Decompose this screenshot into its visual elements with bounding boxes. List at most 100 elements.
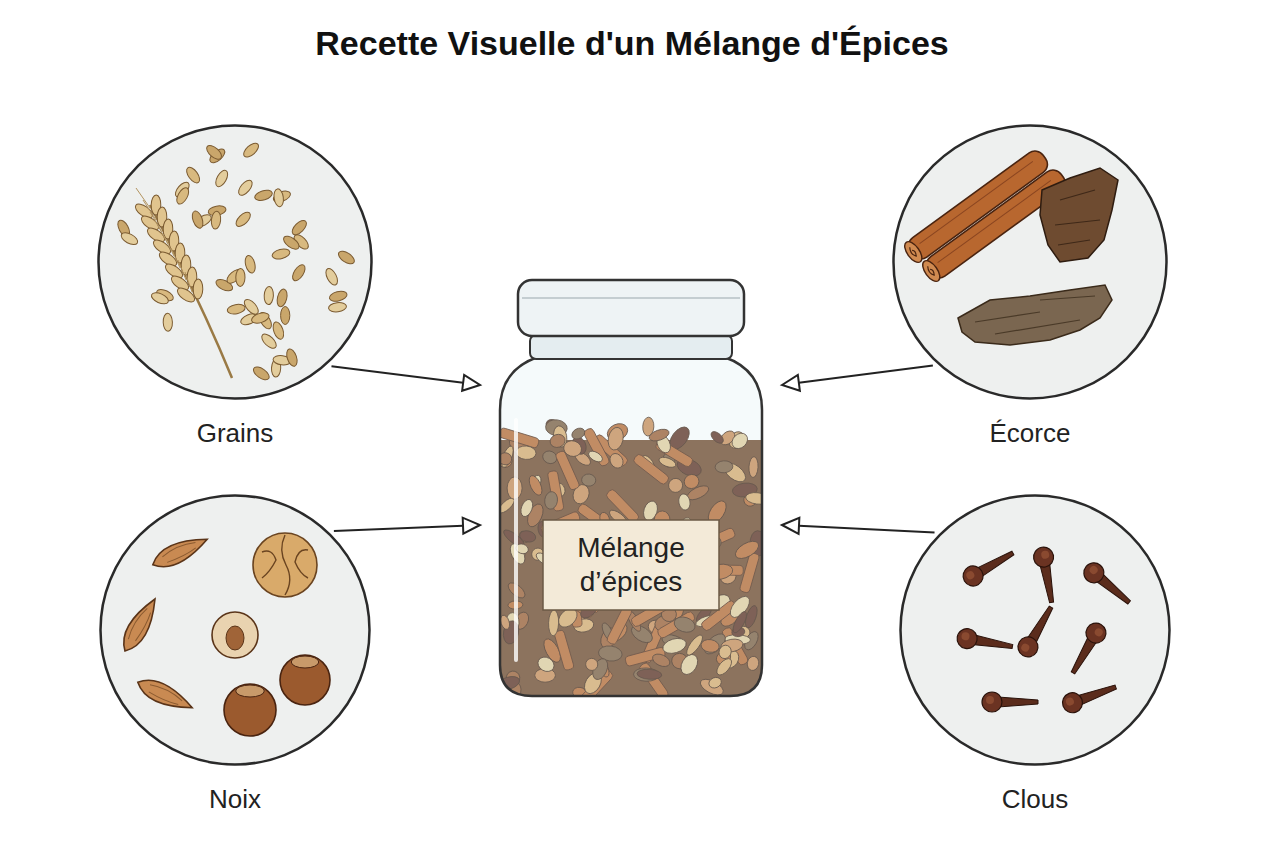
grain: [281, 234, 301, 252]
clove-bud: [1082, 619, 1109, 646]
clove-petal: [1020, 642, 1031, 653]
wheat-awn: [171, 248, 180, 268]
arrow-line: [799, 366, 933, 383]
arrow-head: [782, 518, 799, 534]
bark-texture: [1060, 190, 1095, 200]
circle-outline: [97, 124, 373, 400]
walnut: [253, 533, 317, 597]
almond: [149, 531, 211, 574]
circle-ground: [101, 496, 369, 764]
hazelnut-cap: [236, 685, 265, 697]
almond-texture: [147, 683, 184, 707]
lid-rim: [522, 297, 740, 298]
grain: [250, 311, 270, 325]
ingredient-label: Noix: [59, 784, 411, 815]
grain: [190, 210, 205, 230]
circle-border: [99, 126, 372, 399]
jar-outline: [498, 280, 764, 698]
grain: [328, 302, 347, 313]
clove: [1032, 546, 1061, 605]
stick-end: [901, 239, 925, 265]
nuts-illustration: [117, 531, 330, 736]
clove: [956, 627, 1015, 656]
clove: [982, 692, 1038, 712]
wheat-awn: [143, 200, 156, 220]
clove-petal: [986, 696, 994, 704]
clove-petal: [1088, 564, 1099, 575]
clove-stem: [972, 635, 1013, 652]
grain: [281, 307, 290, 325]
clove-bud: [959, 562, 986, 589]
circle-border: [894, 126, 1167, 399]
grain: [285, 348, 299, 368]
hazelnut: [224, 684, 276, 736]
almond: [134, 674, 196, 717]
grain: [119, 230, 139, 247]
clove: [959, 544, 1017, 589]
wheat-awn: [185, 272, 192, 292]
ingredient-label: Écorce: [852, 418, 1208, 449]
almond-shell: [149, 531, 211, 574]
grain: [241, 141, 261, 160]
grain: [336, 249, 356, 267]
almond-texture: [161, 540, 198, 564]
clove-petal: [1093, 627, 1104, 638]
grain: [328, 290, 348, 303]
grain: [226, 303, 245, 315]
arrow-line: [799, 526, 935, 533]
bark-piece: [958, 285, 1112, 345]
jar-lid: [518, 280, 744, 336]
almond-shell: [134, 674, 196, 717]
stick-end: [919, 258, 943, 284]
stick-curl: [926, 265, 935, 276]
grain: [184, 165, 202, 185]
circle-ground: [901, 496, 1169, 764]
ingredient-circle: Noix: [99, 494, 371, 766]
ingredient-circle: Clous: [899, 494, 1171, 766]
clove-bud: [1060, 690, 1086, 716]
bark-texture: [1058, 240, 1090, 245]
ingredient-circle: Écorce: [892, 124, 1168, 400]
clove-petal: [965, 570, 976, 581]
arrow-head: [463, 518, 480, 534]
grain: [234, 210, 253, 229]
walnut-texture: [262, 535, 308, 595]
grain: [213, 168, 230, 188]
bark-piece: [1040, 168, 1118, 262]
clove-bud: [982, 692, 1002, 712]
jar-glass: [500, 357, 762, 696]
circle-border: [901, 496, 1170, 765]
almond: [117, 594, 163, 655]
hazelnut-core: [226, 626, 244, 650]
grain: [236, 268, 246, 286]
bark-texture: [1040, 296, 1095, 300]
grain: [324, 267, 340, 287]
jar-label: Mélange d’épices: [551, 531, 711, 598]
wheat-awn: [136, 188, 150, 208]
grains-illustration: [115, 141, 356, 383]
clove-stem: [998, 697, 1038, 707]
ingredient-label: Clous: [859, 784, 1211, 815]
flow-arrow: [331, 366, 480, 391]
wheat-kernel: [193, 279, 203, 299]
flow-arrow: [334, 518, 480, 534]
bark-texture: [1055, 220, 1100, 225]
clove-bud: [1080, 559, 1108, 587]
wheat-stem: [150, 205, 232, 378]
clove-petal: [1065, 696, 1075, 706]
grain: [163, 313, 173, 331]
almond-shell: [117, 594, 163, 655]
grain: [254, 188, 274, 202]
grain: [290, 218, 309, 237]
bark-texture: [995, 320, 1080, 334]
circle-ground: [894, 126, 1166, 398]
arrow-line: [331, 366, 463, 383]
spice-jar: Mélange d’épices: [498, 280, 764, 698]
grain: [271, 247, 291, 260]
circle-outline: [892, 124, 1168, 400]
ingredient-circle: Grains: [97, 124, 373, 400]
hazelnut-half: [212, 612, 258, 658]
circle-border: [101, 496, 370, 765]
clove-stem: [1040, 562, 1057, 603]
arrow-head: [782, 375, 800, 391]
